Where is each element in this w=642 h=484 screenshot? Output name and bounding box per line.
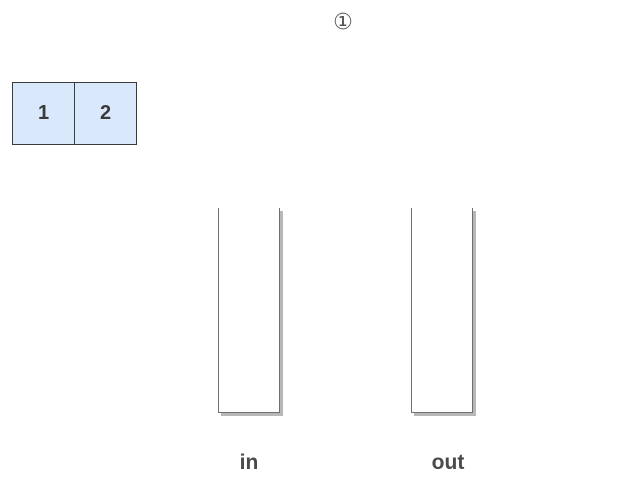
stack-in-container — [218, 208, 280, 413]
queue-cell-2: 2 — [74, 82, 137, 145]
stack-out-label: out — [431, 451, 465, 474]
stack-in-label: in — [239, 451, 259, 474]
stack-out-container — [411, 208, 473, 413]
step-number-marker: ① — [333, 10, 353, 35]
queue-cell-1: 1 — [12, 82, 75, 145]
queue-cells: 1 2 — [12, 82, 137, 145]
